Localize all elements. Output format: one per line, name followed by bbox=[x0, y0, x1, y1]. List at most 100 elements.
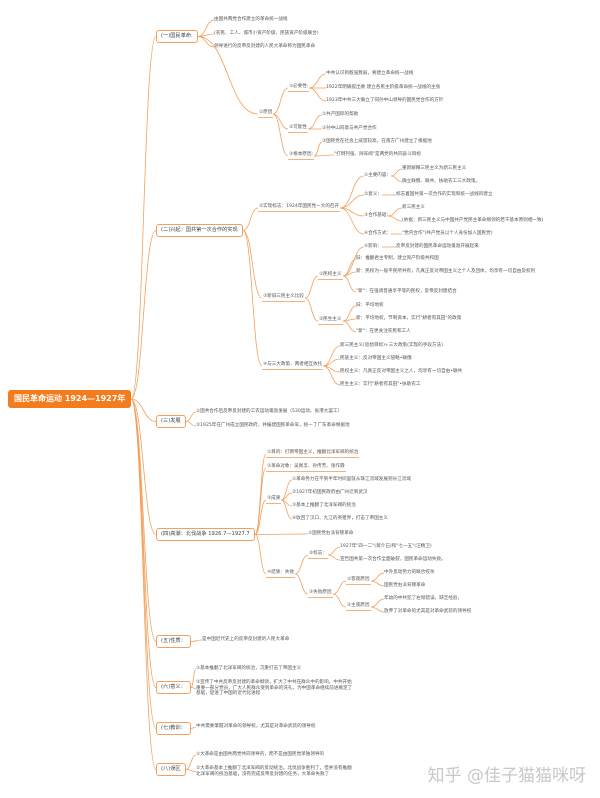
leaf: 旧：推翻君主专制，建立资产阶级共和国 bbox=[356, 256, 439, 261]
branch-objective: ①客观原因 bbox=[346, 577, 371, 585]
leaf: ②大革命基本上推翻了北洋军阀的反动统治，北伐战争胜利了，但并没有推翻北洋军阀的统… bbox=[196, 766, 352, 777]
leaf: ②1927年初国民政府由广州迁到武汉 bbox=[292, 490, 368, 495]
leaf: 1927年"四一二"(蒋介石)和"七一五"(汪精卫) bbox=[340, 544, 432, 549]
leaf: 旧：平均地权 bbox=[356, 303, 384, 308]
leaf: "新"：在更关注农民和工人 bbox=[356, 329, 411, 334]
leaf: 民生主义：实行"耕者有其田"•扶助农工 bbox=[340, 382, 421, 387]
topic-northern-expedition-title: (四)高潮：北伐战争 bbox=[161, 531, 207, 537]
leaf: 由国共两党合作建立的革命统一战线 bbox=[214, 17, 288, 22]
leaf: 重新解释三民主义为新三民主义 bbox=[402, 166, 467, 171]
connector-line bbox=[272, 87, 289, 115]
branch-result: ④结果：失败 bbox=[266, 570, 296, 578]
connector-line bbox=[308, 73, 327, 89]
branch-subjective: ②主观原因 bbox=[346, 603, 371, 611]
leaf: 新：民权为一般平民所共有，凡真正反对帝国主义之个人及团体，均享有一切自由及权利 bbox=[356, 269, 536, 274]
leaf: 新：平均地权，节制资本，实行"耕者有其田"的政策 bbox=[356, 316, 462, 321]
connector-line bbox=[327, 554, 341, 561]
connector-line bbox=[254, 499, 267, 535]
connector-line bbox=[313, 154, 335, 157]
leaf: "党内合作"(共产党员以个人身份加入国民党) bbox=[402, 231, 493, 236]
connector-line bbox=[339, 175, 365, 209]
leaf: 反帝反封建的国民革命运动蓬勃开展起来 bbox=[396, 244, 479, 249]
branch-civil-rights: ①民权主义 bbox=[318, 272, 343, 280]
connector-line bbox=[190, 726, 197, 729]
branch-targets: ②革命对象：吴佩孚、孙传芳、张作霖 bbox=[266, 464, 346, 472]
branch-sign: ②实现标志：1924年国民党一大的召开 bbox=[258, 204, 341, 212]
leaf: ①革命势力在不到半年时间里就从珠江流域发展到长江流域 bbox=[292, 477, 411, 482]
leaf: ③国民党在社会上威望较高，在南方广州建立了根据地 bbox=[322, 139, 432, 144]
connector-line bbox=[370, 606, 385, 613]
connector-line bbox=[370, 598, 385, 608]
connector-line bbox=[332, 593, 347, 608]
connector-line bbox=[254, 453, 267, 535]
watermark: 知乎 @佳子猫猫咪呀 bbox=[427, 766, 586, 786]
leaf: 中外反动势力的联合绞杀 bbox=[384, 570, 435, 575]
connector-line bbox=[130, 398, 157, 770]
connector-line bbox=[190, 668, 197, 688]
branch-reasons: ①原因 bbox=[258, 110, 274, 118]
leaf: "新"：在强调普通享平等的民权，反帝反封建结合 bbox=[356, 289, 457, 294]
branch-comparison: ③新旧三民主义比较 bbox=[262, 294, 305, 302]
leaf-label: ④合作方式： bbox=[364, 231, 392, 236]
connector-line bbox=[130, 36, 157, 400]
connector-line bbox=[327, 546, 341, 556]
connector-line bbox=[322, 365, 341, 386]
connector-line bbox=[197, 36, 259, 115]
connector-line bbox=[370, 572, 385, 582]
leaf: (农民、工人、城市小资产阶级、民族资产阶级联合) bbox=[214, 31, 319, 36]
topic-first-cooperation[interactable]: (二)兴起：国共第一次合作的实现 bbox=[156, 224, 243, 237]
connector-line bbox=[304, 297, 319, 322]
leaf: "打倒列强、除军阀"是两党的共同奋斗目标 bbox=[334, 152, 421, 157]
connector-line bbox=[130, 398, 157, 642]
leaf-label: ①主要内容： bbox=[364, 173, 392, 178]
connector-line bbox=[254, 534, 267, 575]
connector-line bbox=[197, 36, 215, 48]
connector-line bbox=[308, 87, 327, 102]
connector-line bbox=[342, 258, 357, 277]
topic-northern-expedition[interactable]: (四)高潮：北伐战争 1926.7—1927.7 bbox=[156, 528, 255, 541]
topic-lessons[interactable]: (七)教训： bbox=[156, 722, 191, 735]
connector-line bbox=[242, 230, 263, 367]
topic-national-revolution[interactable]: (一)国民革命: bbox=[156, 30, 198, 43]
topic-northern-expedition-date: 1926.7—1927.7 bbox=[208, 531, 250, 537]
leaf-label: ②意义： bbox=[364, 192, 382, 197]
leaf: 是中国近代史上的反帝反封建的人民大革命 bbox=[202, 637, 290, 642]
topic-development[interactable]: (三)发展 bbox=[156, 415, 186, 428]
connector-line bbox=[185, 769, 197, 772]
connector-line bbox=[185, 421, 197, 427]
connector-line bbox=[342, 275, 357, 293]
leaf: (依据：新三民主义与中国共产党民主革命纲领的若干基本原则相一致) bbox=[402, 218, 544, 223]
leaf: 领导进行的反帝反封建的人民大革命称为国民革命 bbox=[214, 44, 316, 49]
connector-line bbox=[339, 194, 365, 209]
connector-line bbox=[342, 320, 357, 333]
branch-failure-causes: ③失败原因 bbox=[308, 590, 333, 598]
connector-line bbox=[185, 754, 197, 770]
leaf: ①国民党右派背叛革命 bbox=[308, 531, 354, 536]
connector-line bbox=[130, 230, 157, 400]
root-topic[interactable]: 国民革命运动 1924—1927年 bbox=[8, 390, 132, 408]
branch-sign-failure: ②标志： bbox=[308, 551, 328, 559]
connector-line bbox=[272, 113, 289, 157]
connector-line bbox=[254, 467, 267, 535]
topic-misconceptions[interactable]: (八)误区 bbox=[156, 763, 186, 776]
branch-root-cause: ③根本原因: bbox=[288, 152, 315, 160]
topic-significance[interactable]: (六)意义： bbox=[156, 681, 191, 694]
leaf: 1922年明确提出要 建立各民主阶级革命统一战线的主张 bbox=[326, 85, 441, 90]
connector-line bbox=[190, 639, 203, 642]
connector-line bbox=[254, 533, 309, 535]
leaf: 中共需要掌握对革命的领导权，尤其是对革命武装的领导权 bbox=[196, 724, 316, 729]
leaf: ①国共合作后反帝反封建的工农运动蓬勃发展（530运动、省港大罢工） bbox=[196, 409, 343, 414]
leaf: 民权主义：凡真正反对帝国主义之人，均享有一切自由•联共 bbox=[340, 369, 463, 374]
connector-line bbox=[387, 207, 403, 217]
branch-possibility: ②可能性 bbox=[288, 125, 308, 133]
leaf: ①大革命是由国共两党共同领导的，而不是由国民党单独领导的 bbox=[196, 752, 325, 757]
leaf: ②1925年在广州成立国民政府，并编建国民革命军，统一了广东革命根据地 bbox=[196, 423, 350, 428]
connector-line bbox=[307, 114, 323, 130]
connector-line bbox=[370, 580, 385, 587]
connector-line bbox=[197, 33, 215, 37]
leaf: 年幼的中共犯了右倾错误，缺乏经验， bbox=[384, 596, 463, 601]
connector-line bbox=[185, 411, 197, 422]
topic-nature[interactable]: (五)性质： bbox=[156, 635, 191, 648]
